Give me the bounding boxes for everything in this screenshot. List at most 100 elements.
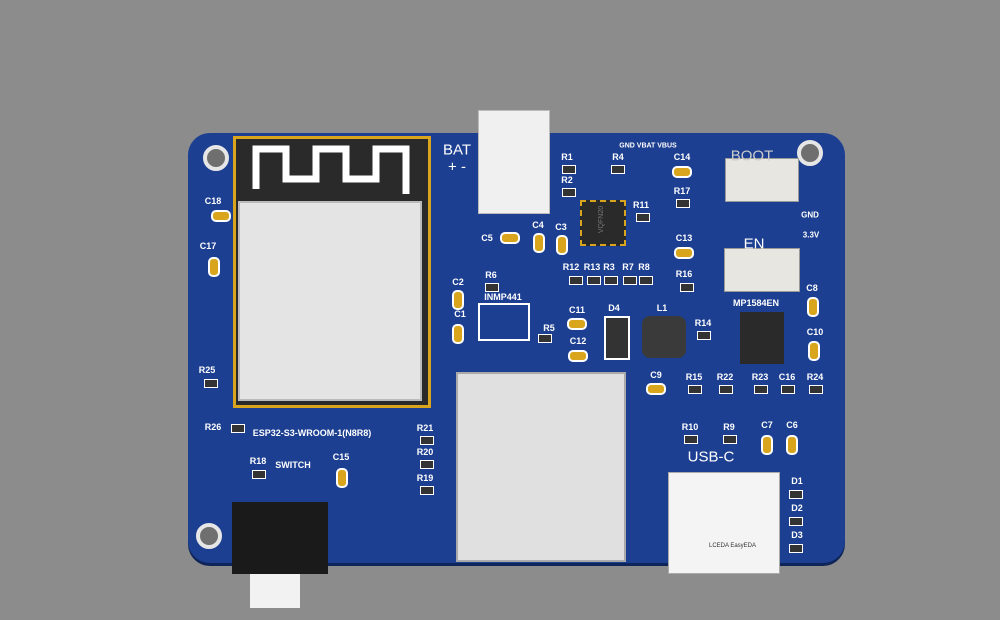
component-c5 (500, 232, 520, 244)
refdes-r8: R8 (638, 262, 650, 272)
refdes-c3: C3 (555, 222, 567, 232)
mp1584-regulator (740, 312, 784, 364)
component-c9 (646, 383, 666, 395)
v33-label: 3.3V (802, 230, 820, 240)
refdes-r12: R12 (562, 262, 580, 272)
refdes-r6: R6 (485, 270, 497, 280)
bat-polarity: + - (448, 158, 466, 176)
component-c4 (533, 233, 545, 253)
refdes-c14: C14 (673, 152, 691, 162)
refdes-r16: R16 (675, 269, 693, 279)
refdes-c12: C12 (569, 336, 587, 346)
refdes-c13: C13 (675, 233, 693, 243)
component-r1 (562, 165, 576, 174)
refdes-r25: R25 (198, 365, 216, 375)
boot-label: BOOT (730, 147, 774, 165)
easyeda-logo: LCEDA EasyEDA (709, 543, 757, 549)
refdes-r9: R9 (723, 422, 735, 432)
component-c10 (808, 341, 820, 361)
refdes-c5: C5 (481, 233, 493, 243)
refdes-c7: C7 (761, 420, 773, 430)
refdes-r5: R5 (543, 323, 555, 333)
component-c13 (674, 247, 694, 259)
component-r14 (697, 331, 711, 340)
component-r18 (252, 470, 266, 479)
component-r20 (420, 460, 434, 469)
gnd-label: GND (801, 210, 819, 220)
refdes-r1: R1 (561, 152, 573, 162)
component-c3 (556, 235, 568, 255)
inductor-l1 (642, 316, 686, 358)
switch-lever[interactable] (250, 574, 300, 608)
mic-label: INMP441 (484, 292, 522, 302)
component-r21 (420, 436, 434, 445)
usb-c-connector: LCEDA EasyEDA (668, 472, 780, 574)
bat-label: BAT (442, 141, 472, 159)
mounting-hole (196, 523, 222, 549)
refdes-c4: C4 (532, 220, 544, 230)
component-r2 (562, 188, 576, 197)
component-c17 (208, 257, 220, 277)
refdes-c16: C16 (778, 372, 796, 382)
component-r15 (688, 385, 702, 394)
usb-label: USB-C (687, 448, 735, 466)
component-r11 (636, 213, 650, 222)
sd-card-slot[interactable] (456, 372, 626, 562)
refdes-d2: D2 (791, 503, 803, 513)
component-r10 (684, 435, 698, 444)
refdes-c1: C1 (454, 309, 466, 319)
component-c16 (781, 385, 795, 394)
component-c7 (761, 435, 773, 455)
refdes-r15: R15 (685, 372, 703, 382)
component-r13 (587, 276, 601, 285)
refdes-r11: R11 (632, 200, 650, 210)
refdes-r7: R7 (622, 262, 634, 272)
refdes-r24: R24 (806, 372, 824, 382)
refdes-d1: D1 (791, 476, 803, 486)
component-c8 (807, 297, 819, 317)
component-c11 (567, 318, 587, 330)
component-r16 (680, 283, 694, 292)
component-r19 (420, 486, 434, 495)
refdes-c17: C17 (199, 241, 217, 251)
component-r8 (639, 276, 653, 285)
refdes-r23: R23 (751, 372, 769, 382)
inmp441-mic (478, 303, 530, 341)
refdes-c11: C11 (568, 305, 586, 315)
esp32-module (233, 136, 431, 408)
refdes-r14: R14 (694, 318, 712, 328)
component-r12 (569, 276, 583, 285)
component-r3 (604, 276, 618, 285)
en-label: EN (743, 235, 765, 253)
component-r17 (676, 199, 690, 208)
refdes-r17: R17 (673, 186, 691, 196)
component-c14 (672, 166, 692, 178)
component-d2 (789, 517, 803, 526)
boot-button[interactable] (725, 158, 799, 202)
refdes-r10: R10 (681, 422, 699, 432)
en-button[interactable] (724, 248, 800, 292)
power-switch[interactable] (232, 502, 328, 574)
component-r24 (809, 385, 823, 394)
refdes-r21: R21 (416, 423, 434, 433)
refdes-r2: R2 (561, 175, 573, 185)
refdes-c9: C9 (650, 370, 662, 380)
component-r6 (485, 283, 499, 292)
refdes-r19: R19 (416, 473, 434, 483)
component-r7 (623, 276, 637, 285)
refdes-r3: R3 (603, 262, 615, 272)
refdes-l1: L1 (656, 303, 668, 313)
mounting-hole (797, 140, 823, 166)
refdes-c18: C18 (204, 196, 222, 206)
component-r4 (611, 165, 625, 174)
refdes-c10: C10 (806, 327, 824, 337)
refdes-c15: C15 (332, 452, 350, 462)
diode-d4 (604, 316, 630, 360)
component-c18 (211, 210, 231, 222)
test-pads-label: GND VBAT VBUS (619, 142, 677, 150)
component-c2 (452, 290, 464, 310)
refdes-r18: R18 (249, 456, 267, 466)
refdes-r26: R26 (204, 422, 222, 432)
refdes-r22: R22 (716, 372, 734, 382)
charger-ic: VQFN20 (580, 200, 626, 246)
